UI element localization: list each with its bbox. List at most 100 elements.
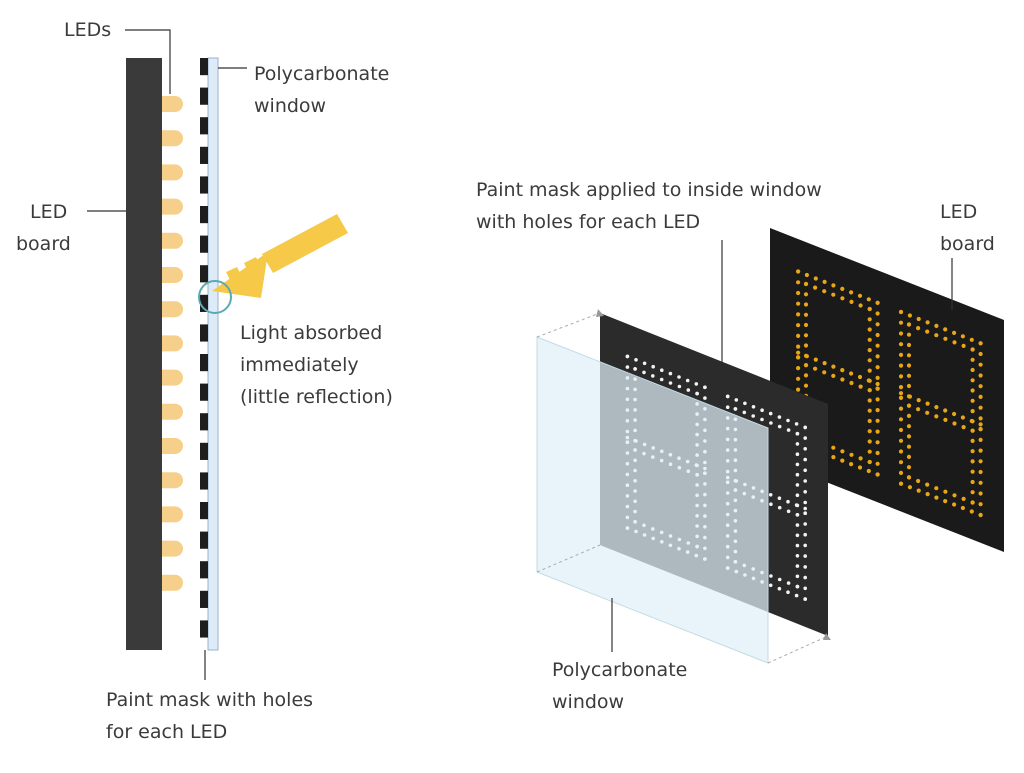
led-dot: [867, 449, 872, 454]
led-dot: [795, 483, 800, 487]
led-dot: [803, 543, 807, 548]
led-dot: [796, 269, 801, 274]
led-dot: [849, 290, 854, 295]
led-dot: [961, 496, 966, 501]
led-dot: [642, 361, 647, 366]
led-dot: [634, 358, 638, 362]
led-dot: [898, 470, 904, 475]
led-dot: [906, 465, 912, 470]
led-dot: [867, 439, 872, 444]
led-dot: [803, 447, 807, 451]
label-line: Light absorbed: [240, 322, 383, 344]
depth-line-top: [536, 312, 601, 338]
led-dot: [795, 442, 800, 446]
led-bulb: [162, 198, 183, 215]
mask-segment: [200, 117, 208, 135]
led-dot: [777, 424, 782, 429]
led-dot: [970, 398, 975, 403]
led-dot: [970, 469, 975, 474]
led-dot: [803, 373, 809, 378]
led-dot: [768, 411, 773, 416]
led-dot: [952, 340, 957, 345]
led-dot: [803, 425, 807, 430]
label-led-board-right: LED board: [940, 196, 995, 260]
led-dot: [796, 301, 801, 306]
label-paint-mask-left: Paint mask with holes for each LED: [106, 684, 313, 748]
led-dot: [795, 584, 800, 589]
led-dot: [875, 300, 880, 305]
led-dot: [960, 334, 966, 339]
led-dot: [840, 286, 845, 291]
led-dot: [659, 377, 664, 382]
led-dot: [961, 425, 966, 430]
mask-segment: [200, 531, 208, 549]
led-dot: [795, 574, 800, 579]
led-dot: [952, 493, 957, 498]
led-dot: [803, 312, 809, 317]
mask-segment: [200, 620, 208, 638]
led-dot: [934, 486, 939, 491]
label-led-board-left: LED board: [16, 196, 71, 260]
led-dot: [768, 493, 773, 497]
led-board-back: [770, 228, 1004, 552]
led-dot: [668, 381, 673, 385]
led-dot: [849, 299, 854, 304]
label-leds: LEDs: [64, 14, 111, 46]
led-dot: [906, 322, 912, 327]
led-dot: [875, 418, 880, 423]
led-dot: [849, 380, 854, 386]
led-dot: [970, 367, 975, 373]
mask-segment: [200, 146, 208, 164]
led-dot: [804, 272, 810, 278]
led-bulb: [162, 232, 183, 249]
absorption-highlight-circle: [198, 280, 232, 314]
led-bulb: [162, 335, 183, 352]
led-dot: [969, 337, 974, 342]
led-dot: [803, 292, 809, 297]
led-dot: [751, 414, 755, 418]
paint-mask-left: [200, 58, 208, 638]
led-dot: [898, 352, 904, 357]
led-bulb: [162, 574, 183, 591]
led-dot: [875, 332, 880, 338]
led-dot: [831, 364, 836, 369]
led-dot: [875, 322, 880, 327]
led-bulb: [162, 301, 183, 318]
label-line: Paint mask applied to inside window: [476, 179, 822, 201]
mask-segment: [200, 235, 208, 253]
led-dot: [934, 405, 939, 410]
label-line: Polycarbonate: [254, 63, 390, 85]
led-dot: [768, 583, 773, 588]
label-leds-text: LEDs: [64, 19, 112, 41]
led-dot: [906, 424, 912, 429]
led-dot: [686, 388, 691, 392]
led-bulb: [162, 369, 183, 386]
light-arrow-shaft: [262, 214, 348, 273]
depth-line-bottom: [767, 635, 829, 664]
led-dot: [898, 320, 904, 325]
led-dot: [898, 391, 904, 396]
led-dot: [875, 386, 880, 391]
led-dot: [840, 458, 845, 463]
led-dot: [633, 367, 637, 371]
led-dot: [970, 347, 975, 352]
led-dot: [703, 396, 707, 400]
led-dot: [978, 480, 983, 485]
led-dot: [866, 378, 871, 383]
mask-segment: [200, 472, 208, 490]
led-dot: [796, 333, 801, 338]
led-dot: [677, 384, 682, 389]
led-dot: [916, 398, 921, 403]
led-dot: [970, 409, 975, 414]
led-dot: [857, 465, 863, 470]
led-dot: [769, 574, 773, 578]
led-dot: [642, 370, 646, 375]
led-dot: [786, 590, 790, 594]
mask-segment: [200, 87, 208, 105]
led-dot: [742, 410, 747, 415]
led-dot: [952, 502, 957, 507]
led-dot: [831, 283, 836, 288]
led-dot: [733, 407, 738, 411]
led-dot: [867, 418, 872, 424]
cross-section: [87, 29, 348, 680]
